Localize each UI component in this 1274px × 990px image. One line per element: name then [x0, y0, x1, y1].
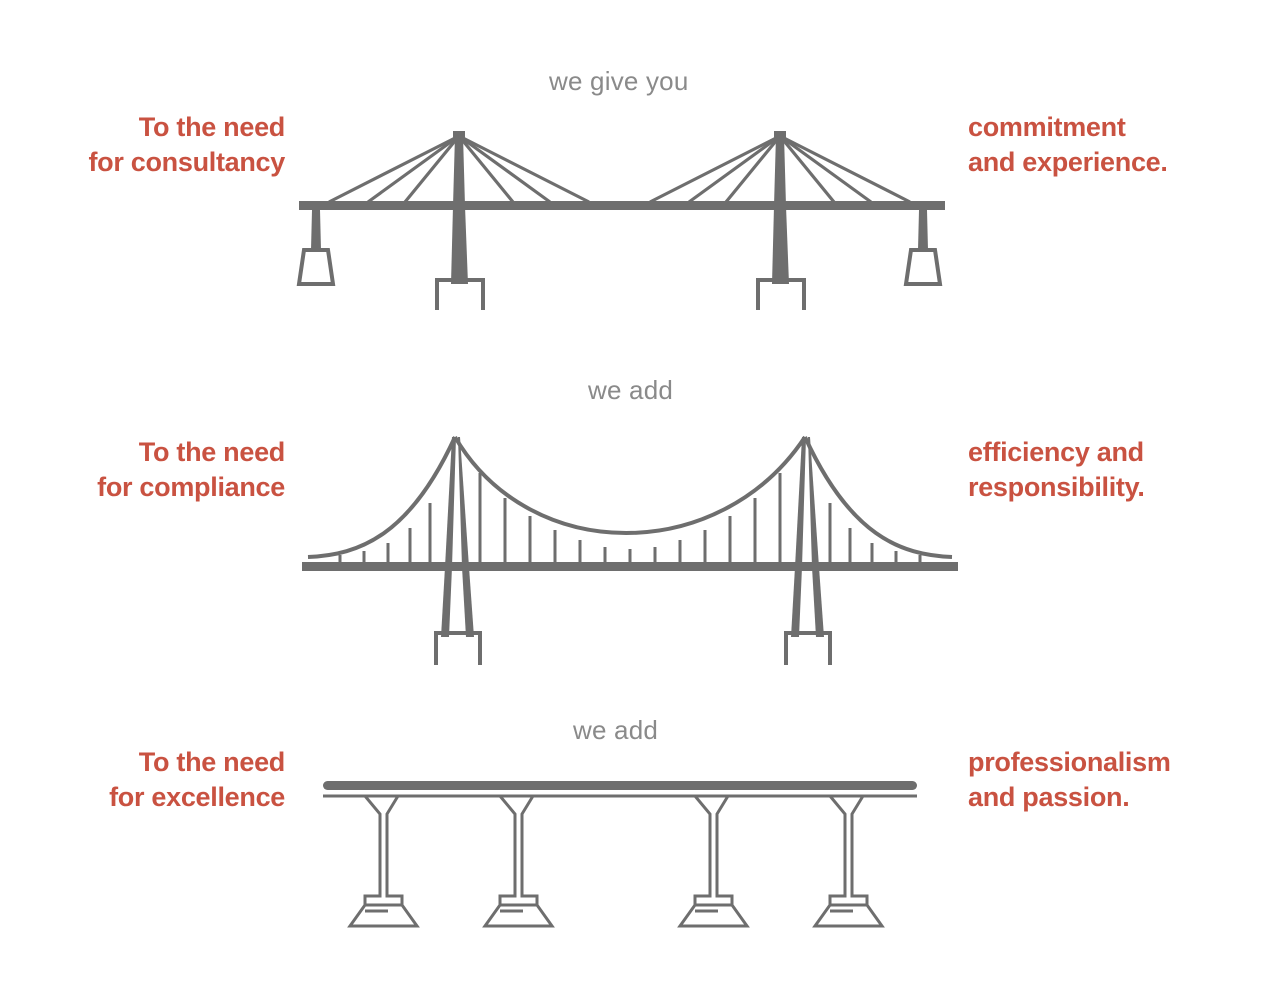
cable-stayed-bridge-illustration [296, 131, 945, 310]
left-text-compliance: To the need for compliance [97, 437, 285, 503]
connector-label-consultancy: we give you [549, 66, 689, 96]
right-text-compliance: efficiency and responsibility. [968, 437, 1145, 503]
right-text-excellence: professionalism and passion. [968, 747, 1171, 813]
left-text-consultancy: To the need for consultancy [88, 112, 285, 178]
left-pylon-group [328, 131, 590, 310]
row-consultancy: we give you To the need for consultancy … [0, 40, 1274, 310]
right-tower-group [784, 437, 832, 665]
left-text-excellence: To the need for excellence [109, 747, 285, 813]
suspension-bridge-illustration [302, 435, 958, 665]
left-tower-group [434, 437, 482, 665]
pier-3 [677, 795, 750, 928]
right-text-consultancy: commitment and experience. [968, 112, 1168, 178]
row-compliance: we add To the need for compliance effici… [0, 350, 1274, 665]
left-end-pier [296, 210, 336, 286]
row-excellence: we add To the need for excellence profes… [0, 690, 1274, 940]
bridge-deck-top [323, 781, 917, 790]
right-end-pier [903, 210, 943, 286]
connector-label-excellence: we add [573, 715, 659, 745]
pier-4 [812, 795, 885, 928]
beam-bridge-illustration [323, 781, 917, 928]
right-backstay-cable [803, 436, 953, 559]
bridge-deck [302, 562, 958, 571]
pier-1 [347, 795, 420, 928]
connector-label-compliance: we add [588, 375, 674, 405]
bridge-deck [299, 201, 945, 210]
hangers-main-span [478, 473, 782, 565]
pier-2 [482, 795, 555, 928]
main-cable [453, 435, 807, 535]
right-pylon-group [649, 131, 911, 310]
left-backstay-cable [307, 436, 457, 559]
